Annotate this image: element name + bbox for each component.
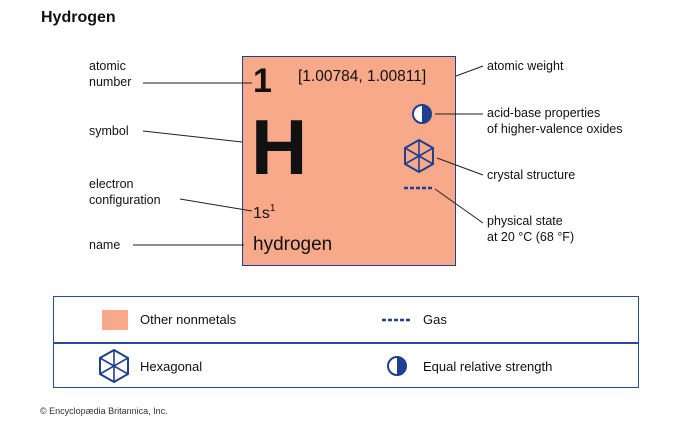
element-name: hydrogen (253, 234, 333, 255)
atomic-number: 1 (253, 62, 272, 100)
label-acid-base: acid-base properties of higher-valence o… (487, 105, 623, 137)
label-crystal-structure: crystal structure (487, 168, 576, 182)
leader-state (434, 188, 484, 224)
atomic-weight: [1.00784, 1.00811] (298, 68, 427, 85)
leader-configuration (179, 198, 253, 212)
leader-atomic-weight (455, 65, 484, 77)
gas-dashed-line-icon (404, 186, 434, 190)
copyright: © Encyclopædia Britannica, Inc. (40, 406, 168, 416)
leader-crystal (436, 157, 484, 176)
legend-category: Other nonmetals (140, 312, 237, 327)
element-tile (242, 56, 456, 266)
legend-crystal: Hexagonal (140, 359, 203, 374)
page-title: Hydrogen (41, 9, 116, 26)
label-physical-state-line1: physical state (487, 214, 563, 228)
legend-acid-base: Equal relative strength (423, 359, 553, 374)
leader-symbol (142, 130, 243, 143)
legend-half-filled-circle-icon (387, 356, 407, 376)
legend-divider (53, 342, 639, 344)
hexagonal-crystal-icon (404, 138, 434, 174)
label-acid-base-line1: acid-base properties (487, 106, 601, 120)
electron-configuration: 1s1 (253, 203, 276, 223)
configuration-base: 1s (253, 205, 270, 222)
label-atomic-number-line2: number (89, 75, 132, 89)
label-electron-configuration-line2: configuration (89, 193, 161, 207)
label-atomic-number-line1: atomic (89, 59, 126, 73)
legend-hexagonal-crystal-icon (99, 348, 129, 384)
configuration-superscript: 1 (269, 203, 276, 214)
label-acid-base-line2: of higher-valence oxides (487, 122, 623, 136)
label-name: name (89, 238, 121, 252)
element-symbol: H (251, 103, 308, 191)
label-electron-configuration-line1: electron (89, 177, 134, 191)
label-symbol: symbol (89, 124, 129, 138)
label-physical-state-line2: at 20 °C (68 °F) (487, 230, 575, 244)
label-physical-state: physical state at 20 °C (68 °F) (487, 213, 574, 245)
label-atomic-weight: atomic weight (487, 59, 564, 73)
half-filled-circle-icon (412, 104, 432, 124)
legend-state: Gas (423, 312, 447, 327)
label-electron-configuration: electron configuration (89, 176, 161, 208)
label-atomic-number: atomic number (89, 58, 131, 90)
legend-gas-dashed-line-icon (382, 318, 412, 322)
nonmetal-swatch (102, 310, 128, 330)
